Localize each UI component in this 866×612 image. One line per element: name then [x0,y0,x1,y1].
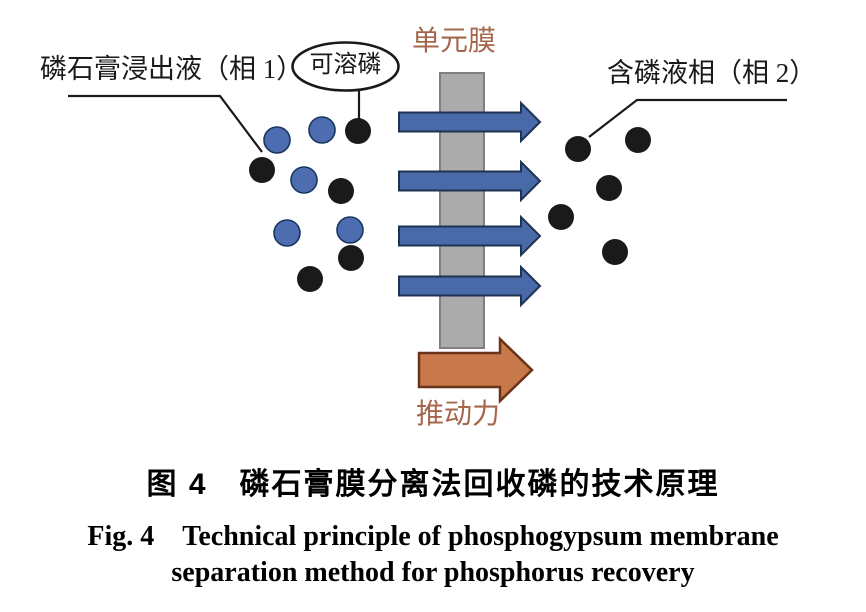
phosphorus-particle-black [548,204,574,230]
driving-force-label: 推动力 [416,399,501,430]
phosphorus-particle-black [345,118,371,144]
impurity-particle-blue [336,216,364,244]
phosphorus-particle-black [596,175,622,201]
phase2-leader-line [588,98,787,138]
phosphorus-particle-black [328,178,354,204]
flux-arrow [398,159,542,203]
phosphorus-particle-black [565,136,591,162]
impurity-particle-blue [308,116,336,144]
driving-force-arrow [417,336,534,404]
soluble-phosphorus-label: 可溶磷 [309,52,382,78]
impurity-particle-blue [263,126,291,154]
phosphorus-particle-black [249,157,275,183]
caption-chinese: 图 4 磷石膏膜分离法回收磷的技术原理 [146,468,720,501]
membrane-label: 单元膜 [412,26,497,57]
phosphorus-particle-black [625,127,651,153]
particles-layer [249,116,651,292]
phase2-label: 含磷液相（相 2） [607,58,817,88]
impurity-particle-blue [273,219,301,247]
phosphorus-particle-black [602,239,628,265]
caption-english-line1: Fig. 4 Technical principle of phosphogyp… [87,521,779,552]
flux-arrows-layer [398,100,542,308]
flux-arrow [398,264,542,308]
caption-english-line2: separation method for phosphorus recover… [171,557,695,588]
flux-arrow [398,214,542,258]
flux-arrow [398,100,542,144]
phase1-leader-line [68,94,263,153]
diagram-canvas [68,41,787,404]
phosphorus-particle-black [297,266,323,292]
impurity-particle-blue [290,166,318,194]
phosphorus-particle-black [338,245,364,271]
soluble-p-ellipse [291,41,400,92]
phase1-label: 磷石膏浸出液（相 1） [40,54,304,84]
